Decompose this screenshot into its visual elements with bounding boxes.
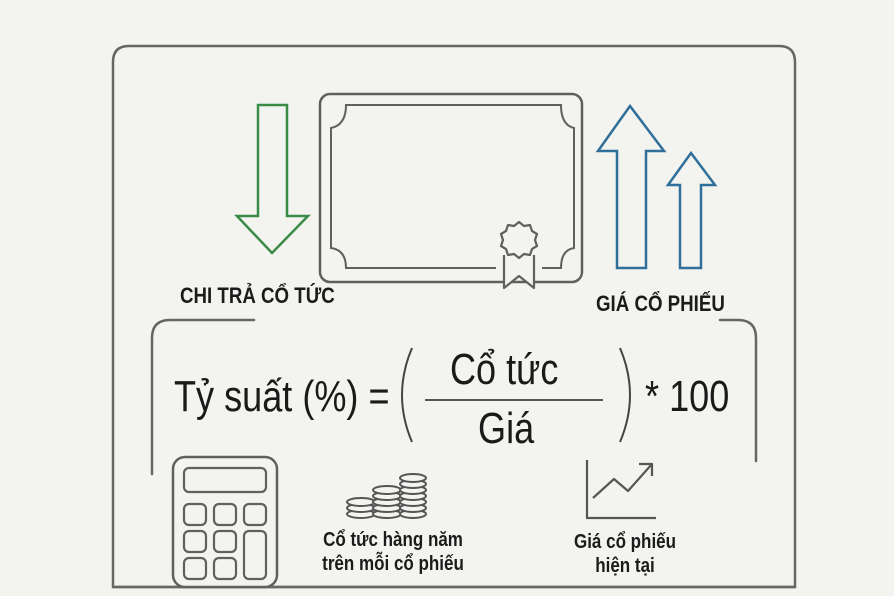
denominator-price: Giá xyxy=(478,404,535,453)
arrows-up-icon xyxy=(595,103,718,270)
current-price-line1: Giá cổ phiếu xyxy=(573,531,677,553)
multiplier-100: * 100 xyxy=(645,372,730,421)
annual-dividend-line1: Cổ tức hàng năm xyxy=(323,529,463,551)
calculator-icon xyxy=(171,455,279,589)
trend-chart-icon xyxy=(585,460,656,520)
coin-stacks-icon xyxy=(346,473,427,519)
current-price-line2: hiện tại xyxy=(595,555,655,577)
stock-certificate-icon xyxy=(318,92,584,290)
annual-dividend-caption: Cổ tức hàng năm trên mỗi cổ phiếu xyxy=(314,528,472,576)
current-price-caption: Giá cổ phiếu hiện tại xyxy=(557,530,693,578)
arrow-down-icon xyxy=(234,103,311,255)
annual-dividend-line2: trên mỗi cổ phiếu xyxy=(322,553,464,575)
stock-price-label: GIÁ CỔ PHIẾU xyxy=(596,291,725,316)
numerator-dividend: Cổ tức xyxy=(450,345,559,394)
dividend-payout-label: CHI TRẢ CỔ TỨC xyxy=(180,283,335,308)
yield-label: Tỷ suất (%) = xyxy=(174,372,390,421)
